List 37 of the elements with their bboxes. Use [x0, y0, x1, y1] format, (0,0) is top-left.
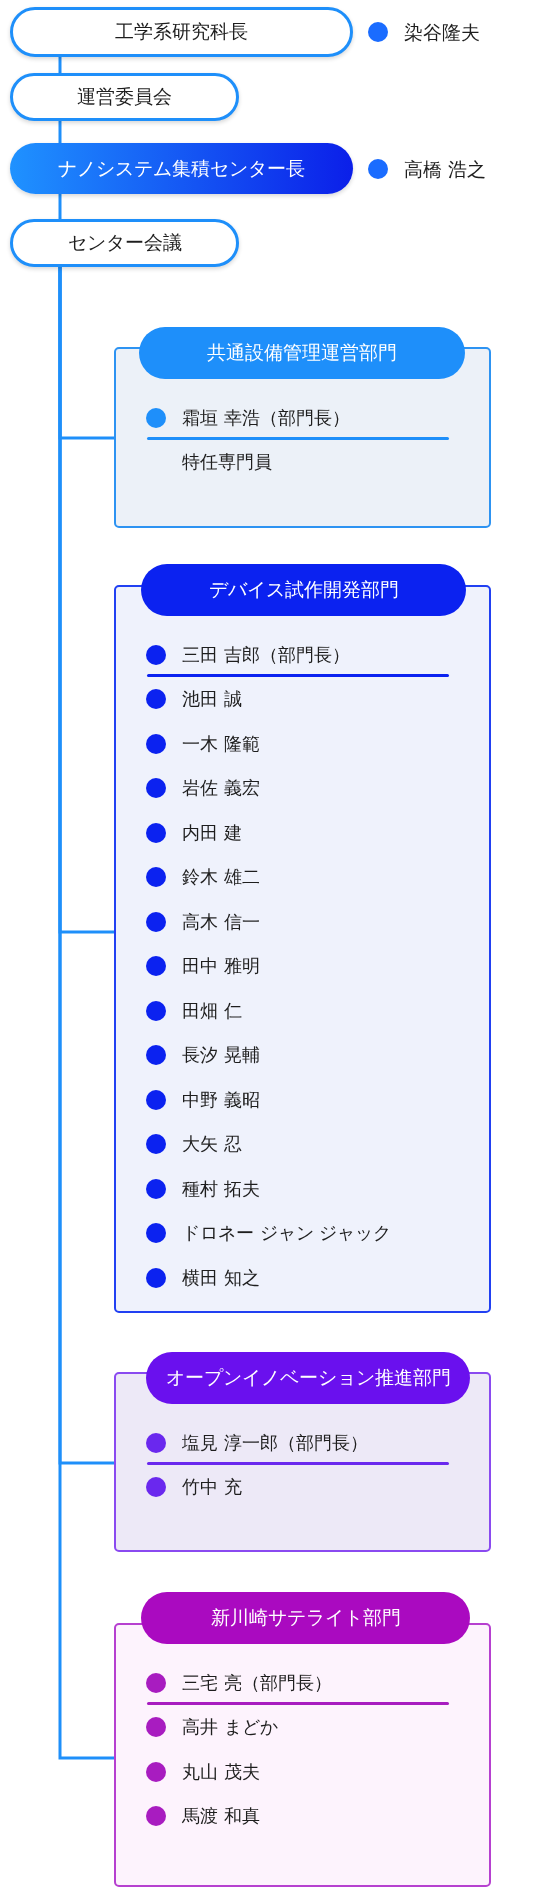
- member-name: 塩見 淳一郎（部門長）: [182, 1431, 368, 1455]
- member-name: 高木 信一: [182, 909, 260, 934]
- connector-line: [58, 121, 62, 143]
- title-pill: センター会議: [10, 219, 239, 267]
- heading-pill: 新川崎サテライト部門: [141, 1592, 470, 1644]
- member-name: 三宅 亮（部門長）: [182, 1671, 332, 1695]
- person-name: 高橋 浩之: [404, 156, 487, 181]
- member-name: 大矢 忍: [182, 1132, 242, 1156]
- member-name: 特任専門員: [182, 450, 272, 474]
- member-name: 丸山 茂夫: [182, 1759, 260, 1784]
- member-name: 田中 雅明: [182, 954, 260, 978]
- title-pill: 運営委員会: [10, 73, 239, 121]
- member-name: 竹中 充: [182, 1475, 242, 1499]
- member-name: 岩佐 義宏: [182, 776, 260, 800]
- member-name: 内田 建: [182, 820, 242, 845]
- title-pill: 工学系研究科長: [10, 7, 353, 57]
- member-name: 高井 まどか: [182, 1715, 278, 1739]
- member-name: 横田 知之: [182, 1265, 260, 1290]
- member-name: 馬渡 和真: [182, 1804, 260, 1828]
- member-name: 霜垣 幸浩（部門長）: [182, 406, 350, 430]
- title-pill: ナノシステム集積センター長: [10, 143, 353, 194]
- member-name: 一木 隆範: [182, 731, 260, 756]
- member-name: 中野 義昭: [182, 1087, 260, 1112]
- connector-line: [58, 194, 62, 219]
- member-name: ドロネー ジャン ジャック: [182, 1221, 392, 1245]
- connector-line: [58, 57, 62, 73]
- person-name: 染谷隆夫: [404, 20, 480, 44]
- heading-pill: 共通設備管理運営部門: [139, 327, 465, 379]
- heading-pill: デバイス試作開発部門: [141, 564, 466, 616]
- member-name: 田畑 仁: [182, 998, 242, 1023]
- connector-line: [58, 267, 114, 1760]
- member-name: 長汐 晃輔: [182, 1043, 260, 1067]
- member-name: 三田 吉郎（部門長）: [182, 643, 350, 667]
- member-name: 池田 誠: [182, 687, 242, 711]
- heading-pill: オープンイノベーション推進部門: [146, 1352, 470, 1404]
- member-name: 鈴木 雄二: [182, 865, 260, 889]
- member-name: 種村 拓夫: [182, 1176, 260, 1201]
